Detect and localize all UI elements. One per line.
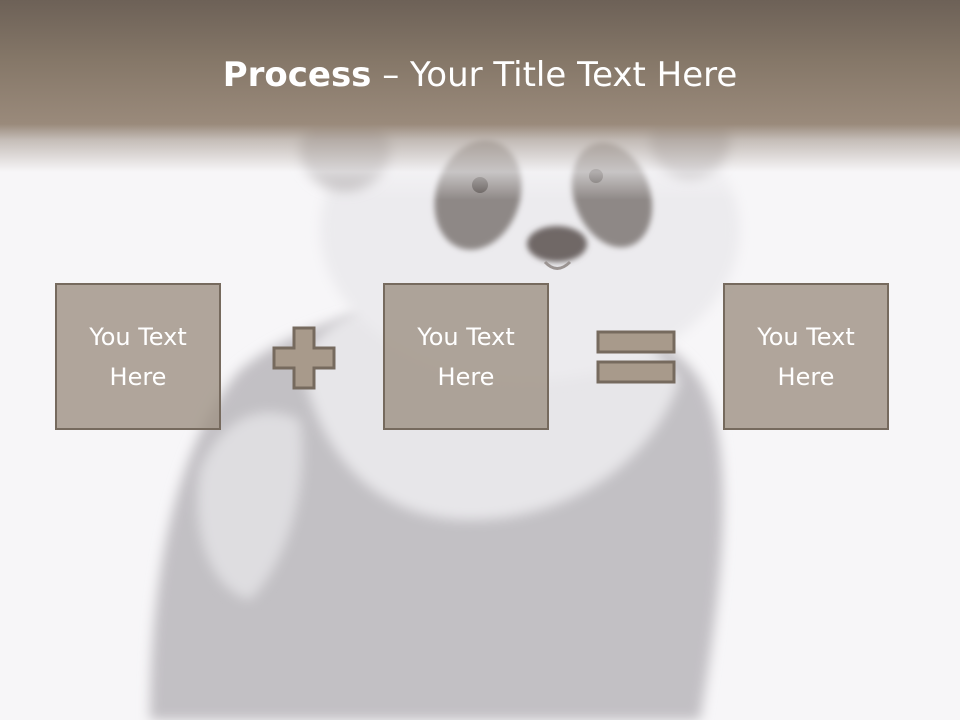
slide-title: Process – Your Title Text Here — [0, 52, 960, 98]
text-box-2-label: You Text Here — [417, 322, 515, 391]
text-box-3-label: You Text Here — [757, 322, 855, 391]
title-rest: – Your Title Text Here — [371, 55, 738, 95]
text-box-3[interactable]: You Text Here — [723, 283, 889, 430]
text-box-2[interactable]: You Text Here — [383, 283, 549, 430]
equals-icon — [596, 330, 676, 384]
text-box-1-label: You Text Here — [89, 322, 187, 391]
title-bold: Process — [222, 55, 372, 95]
plus-icon — [272, 326, 336, 390]
title-band — [0, 0, 960, 200]
text-box-1[interactable]: You Text Here — [55, 283, 221, 430]
